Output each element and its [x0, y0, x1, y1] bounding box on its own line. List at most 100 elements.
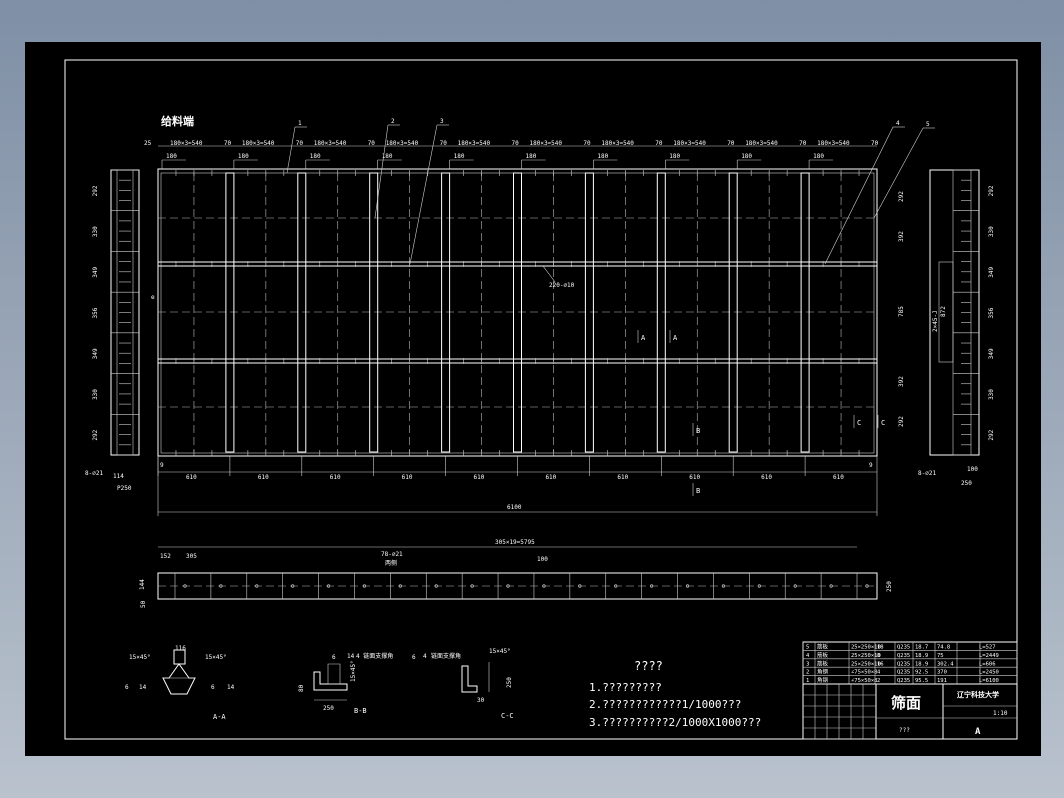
- elev-hole-note: 78-⌀21: [381, 551, 403, 558]
- notes-title: ????: [634, 659, 663, 673]
- aa-weld-right: 6: [211, 684, 215, 691]
- section-mark: A: [641, 334, 646, 342]
- bottom-dim-right: 9: [869, 462, 873, 469]
- bom-cell: 95.5: [915, 678, 928, 684]
- bb-chamfer: 15×45°: [350, 660, 357, 682]
- elev-hole: [865, 584, 869, 588]
- elev-hole: [685, 584, 690, 588]
- top-dim-gap: 70: [871, 140, 879, 147]
- part-callout: 4: [896, 120, 900, 127]
- top-dim-gap: 70: [368, 140, 376, 147]
- cc-weld-2: 4: [423, 653, 427, 660]
- bom-cell: Q235: [897, 653, 910, 659]
- note-2: 2.????????????1/1000???: [589, 698, 741, 711]
- left-dim-114: 114: [113, 473, 124, 480]
- callout-leader: [409, 124, 438, 265]
- bom-cell: 16: [877, 661, 884, 667]
- elev-hole: [506, 584, 510, 588]
- side-dim: 349: [92, 267, 99, 278]
- cc-dim-v: 30: [477, 697, 485, 704]
- left-pointer: e: [151, 294, 155, 301]
- aa-weld-right-2: 14: [227, 684, 235, 691]
- bom-cell: 筋板: [817, 651, 829, 659]
- bottom-elevation-view: 305×19=5795 152 305 78-⌀21 两侧 100 144 50…: [139, 539, 893, 608]
- aa-top-dim: 116: [175, 645, 186, 652]
- side-dim: 349: [988, 348, 995, 359]
- bom-cell: 18.9: [915, 653, 928, 659]
- longitudinal-member: [369, 172, 379, 453]
- right-frame-dim: 292: [898, 416, 905, 427]
- top-dim-pitch: 180×3=540: [745, 140, 778, 147]
- longitudinal-member: [584, 172, 594, 453]
- bom-cell: 18.7: [915, 645, 928, 651]
- bom-cell: 8: [877, 653, 880, 659]
- top-dim-pitch: 180×3=540: [817, 140, 850, 147]
- longitudinal-member: [656, 172, 666, 453]
- section-b-b: 6 14 4 链面支撑角 15×45° 80 250 B-B: [298, 652, 393, 715]
- bom-cell: ∠75×50×8: [851, 670, 878, 676]
- bom-cell: ∠75×50×8: [851, 678, 878, 684]
- callout-leader: [286, 126, 296, 174]
- longitudinal-member: [441, 172, 451, 453]
- top-dim-pitch: 180×3=540: [601, 140, 634, 147]
- bom-cell: 角钢: [817, 668, 829, 676]
- bottom-dim-pitch: 610: [761, 474, 772, 481]
- bom-cell: L=2450: [979, 670, 999, 676]
- bom-cell: 25×250×10: [851, 645, 881, 651]
- side-dim: 356: [988, 307, 995, 318]
- title-bottom-left: ???: [899, 727, 910, 734]
- drawing-name: 筛面: [891, 694, 921, 712]
- elev-dim-152: 152: [160, 553, 171, 560]
- side-dim: 292: [988, 185, 995, 196]
- side-dim: 330: [988, 226, 995, 237]
- aa-chamfer-left: 15×45°: [129, 654, 151, 661]
- elev-hole: [793, 584, 797, 588]
- right-inner-dim: 872: [940, 306, 947, 317]
- top-dim-gap: 70: [440, 140, 448, 147]
- part-callout: 2: [391, 118, 395, 125]
- company-name: 辽宁科技大学: [957, 690, 999, 699]
- elev-dim-305: 305: [186, 553, 197, 560]
- bottom-dim-pitch: 610: [186, 474, 197, 481]
- top-dim-sub: 180: [597, 153, 608, 160]
- top-dim-pitch: 180×3=540: [530, 140, 563, 147]
- part-callout: 3: [440, 118, 444, 125]
- bom-cell: Q235: [897, 678, 910, 684]
- elev-right-dim: 250: [886, 581, 893, 592]
- elev-side-dim-144: 144: [139, 579, 146, 590]
- side-dim: 356: [92, 307, 99, 318]
- elev-hole: [398, 584, 402, 588]
- bottom-dim-left: 9: [160, 462, 164, 469]
- longitudinal-member: [297, 172, 307, 453]
- top-dim-sub: 180: [166, 153, 177, 160]
- top-dim-gap: 70: [512, 140, 520, 147]
- elev-hole: [578, 584, 582, 588]
- elev-total-dim: 305×19=5795: [495, 539, 535, 546]
- top-dim-sub: 180: [669, 153, 680, 160]
- technical-notes: ???? 1.????????? 2.????????????1/1000???…: [589, 659, 761, 729]
- bb-label: B-B: [354, 707, 367, 715]
- bom-cell: Q235: [897, 670, 910, 676]
- bom-cell: 92.5: [915, 670, 928, 676]
- bottom-dim-pitch: 610: [617, 474, 628, 481]
- bom-cell: 4: [877, 670, 881, 676]
- feed-end-label: 给料端: [161, 114, 194, 128]
- bom-cell: 25×250×10: [851, 653, 881, 659]
- bom-cell: 191: [937, 678, 947, 684]
- right-inner-dim: 2×45-J: [932, 310, 939, 332]
- bottom-dim-pitch: 610: [402, 474, 413, 481]
- side-dim: 349: [92, 348, 99, 359]
- elev-hole: [470, 584, 474, 588]
- bom-cell: L=2449: [979, 653, 999, 659]
- elev-hole: [614, 584, 618, 588]
- bottom-dim-pitch: 610: [689, 474, 700, 481]
- side-dim: 349: [988, 267, 995, 278]
- elev-hole: [255, 584, 259, 588]
- elev-hole: [183, 584, 187, 588]
- bb-weld-2: 14: [347, 653, 355, 660]
- top-dim-sub: 180: [454, 153, 465, 160]
- bom-cell: Q235: [897, 661, 910, 667]
- bom-cell: 2: [806, 670, 809, 676]
